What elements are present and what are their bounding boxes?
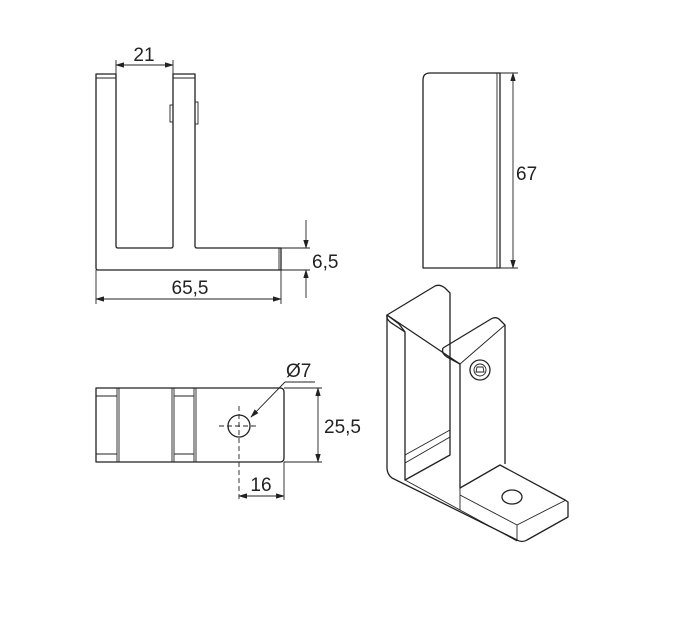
dim-height: 67 — [516, 164, 537, 185]
dim-hole-diameter: Ø7 — [286, 361, 311, 382]
dim-hole-offset: 16 — [250, 475, 271, 496]
set-screw — [469, 359, 491, 381]
top-view: 16 25,5 Ø7 — [95, 361, 361, 500]
iso-mounting-hole — [501, 489, 523, 505]
front-view: 67 — [422, 72, 537, 269]
side-view: 21 65,5 6,5 — [95, 45, 338, 304]
dim-slot-width: 21 — [133, 45, 154, 66]
dim-total-length: 65,5 — [172, 278, 209, 299]
dim-depth: 25,5 — [324, 417, 361, 438]
isometric-view — [386, 284, 569, 543]
dim-base-thickness: 6,5 — [312, 252, 338, 273]
